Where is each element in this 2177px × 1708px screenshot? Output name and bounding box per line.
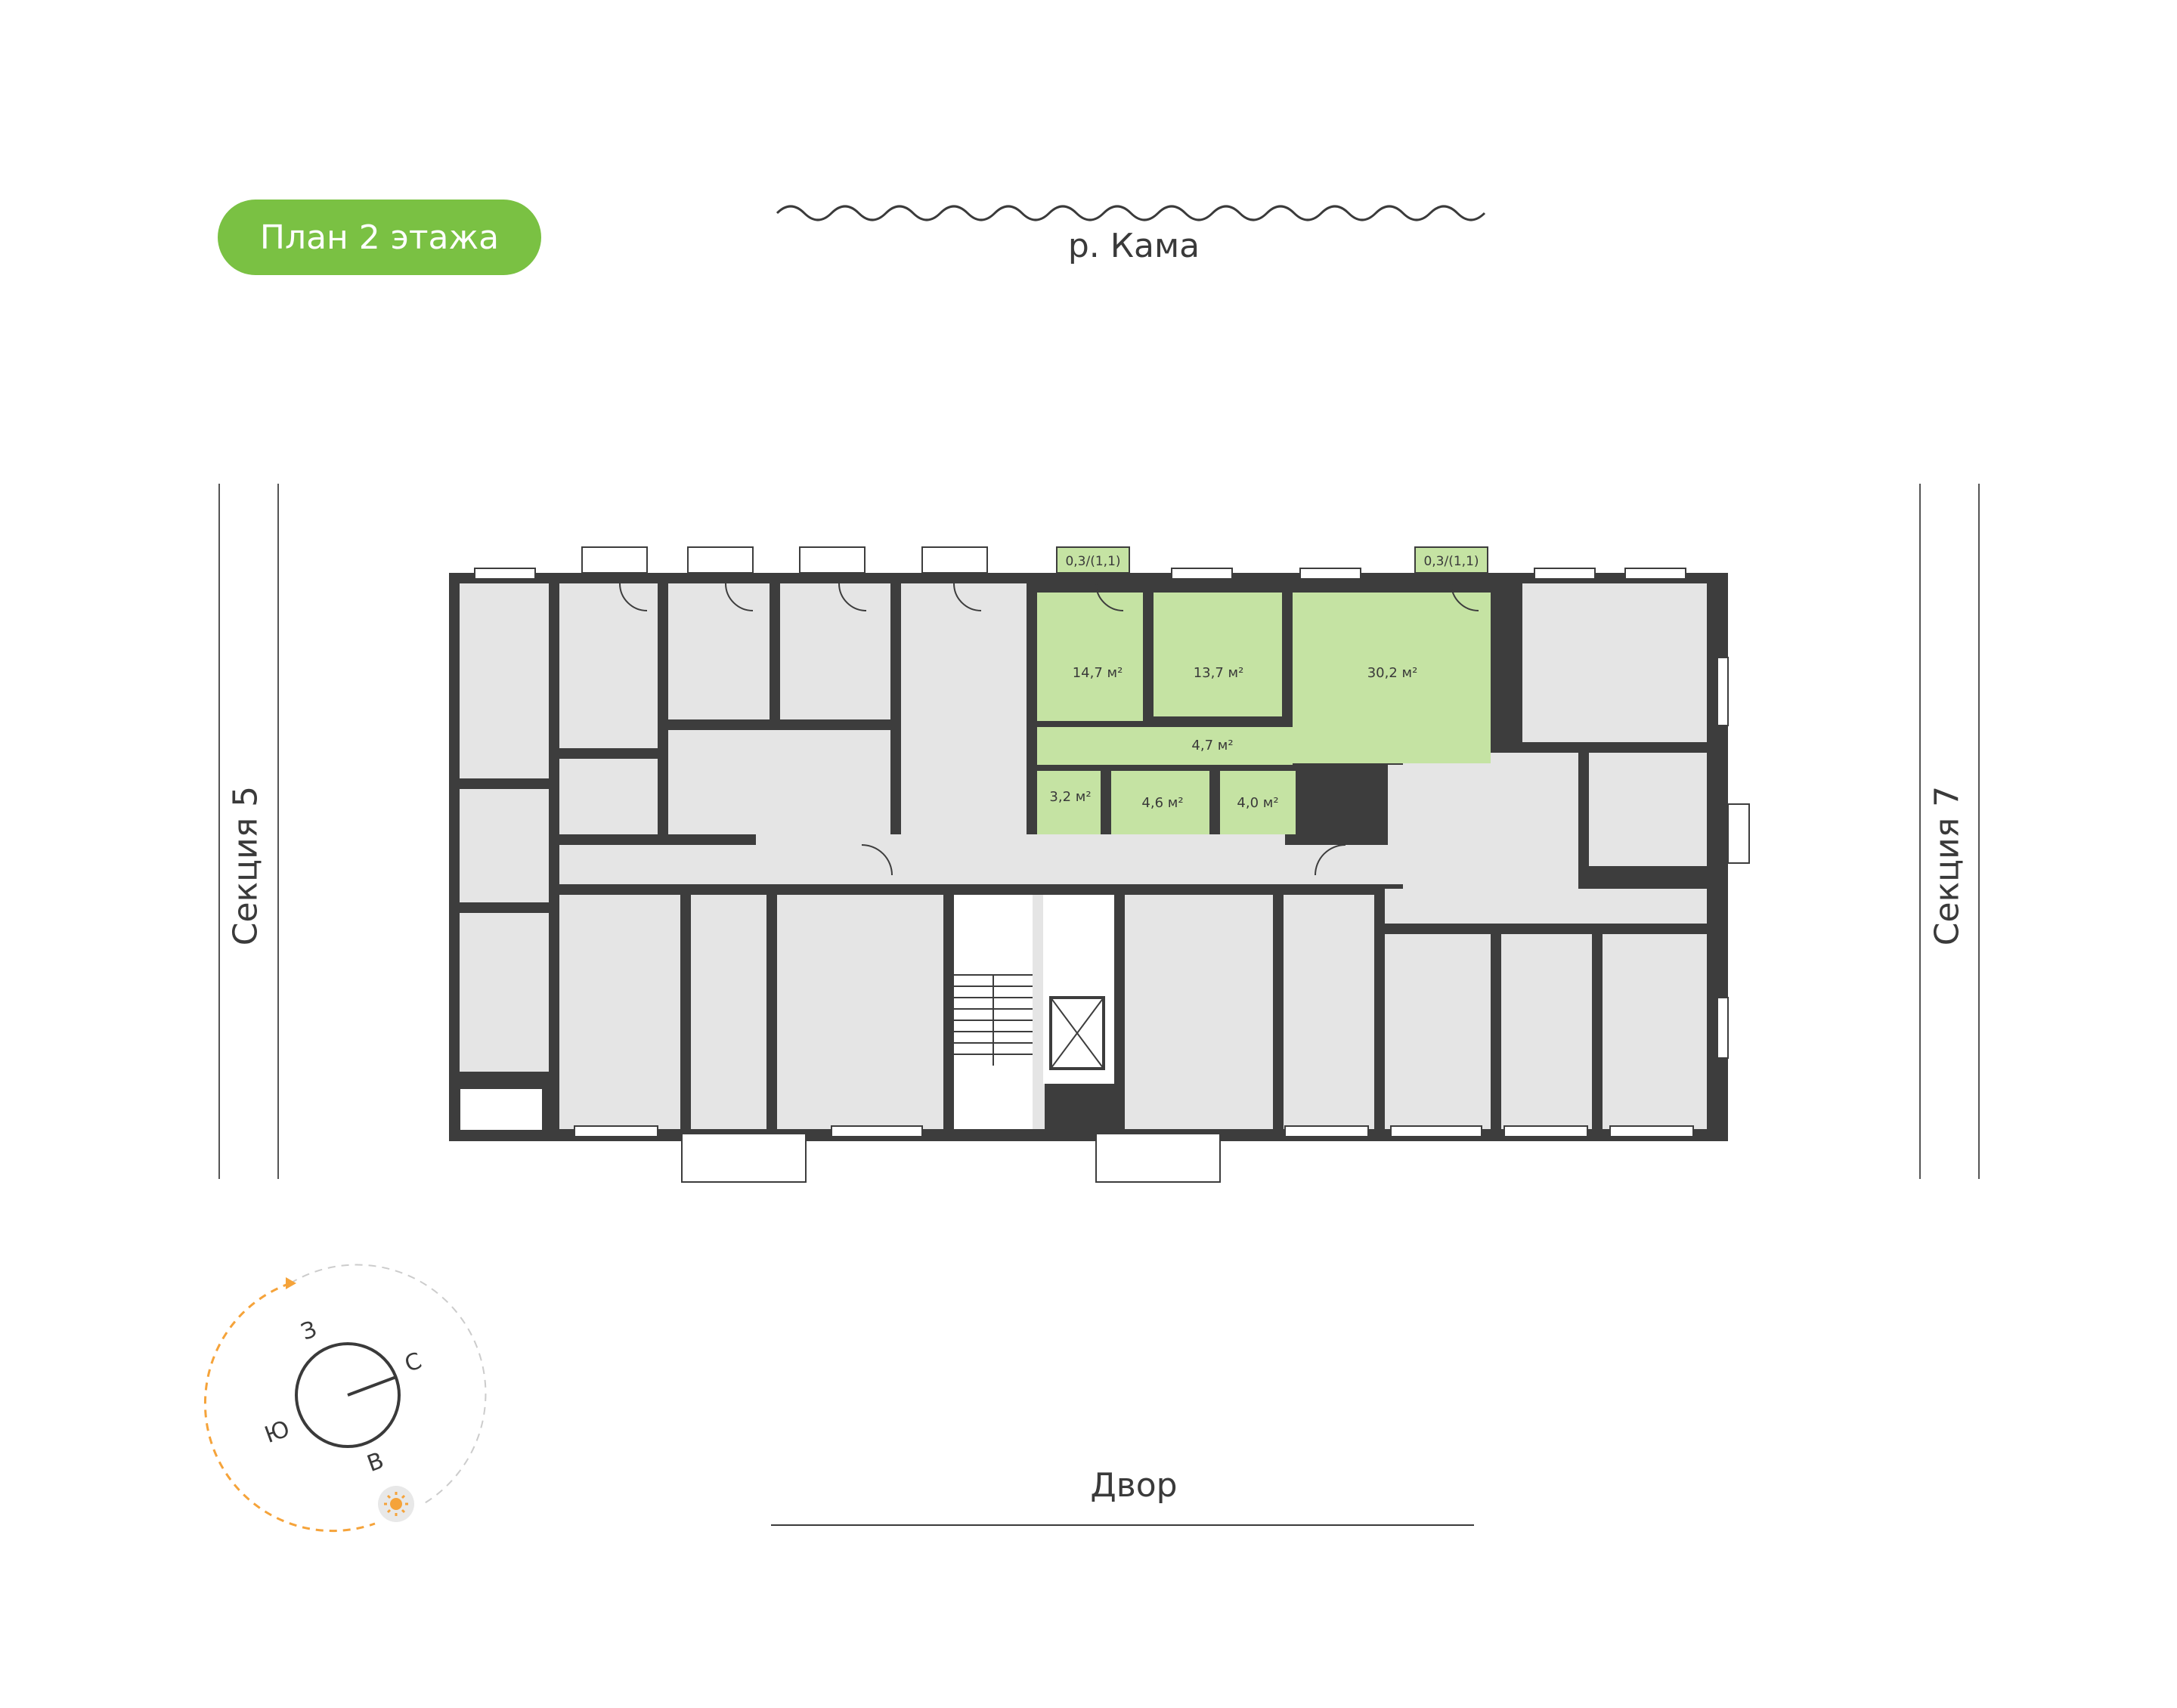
room xyxy=(1284,895,1374,1129)
room xyxy=(1385,889,1707,924)
wc-area xyxy=(1037,771,1101,834)
hallway-area-label: 4,7 м² xyxy=(1191,738,1233,753)
corridor xyxy=(756,834,1285,845)
bathroom-area xyxy=(1111,771,1209,834)
compass-east-label: В xyxy=(364,1447,387,1477)
room xyxy=(1589,753,1707,866)
wc-area-label: 3,2 м² xyxy=(1049,789,1091,805)
room xyxy=(691,895,766,1129)
room xyxy=(668,730,890,834)
room xyxy=(1501,934,1592,1129)
bathroom-area-label: 4,6 м² xyxy=(1141,795,1183,811)
storage-area xyxy=(1220,771,1296,834)
room-1-area-label: 14,7 м² xyxy=(1073,665,1123,681)
room xyxy=(460,583,549,778)
kitchen-living-area-label: 30,2 м² xyxy=(1367,665,1418,681)
river-label: р. Кама xyxy=(1067,227,1200,265)
room-2-area-label: 13,7 м² xyxy=(1194,665,1244,681)
bottom-balconies xyxy=(459,1088,1221,1183)
room xyxy=(1522,583,1707,742)
top-windows xyxy=(474,568,1686,580)
room xyxy=(559,759,658,834)
room xyxy=(901,583,1027,834)
room xyxy=(460,789,549,902)
compass-north-label: С xyxy=(401,1348,426,1378)
room xyxy=(1385,934,1491,1129)
compass: З С Ю В xyxy=(203,1264,487,1533)
room xyxy=(780,583,890,719)
bottom-windows xyxy=(574,1125,1694,1137)
stair-steps xyxy=(954,974,1033,1066)
compass-west-label: З xyxy=(298,1316,321,1345)
hallway-area xyxy=(1037,727,1293,765)
sun-icon xyxy=(378,1486,414,1522)
compass-arrow-icon xyxy=(286,1277,296,1289)
top-balconies xyxy=(581,546,988,574)
river-wave-line xyxy=(776,205,1486,221)
highlighted-apartment xyxy=(1037,593,1491,834)
yard-label: Двор xyxy=(1090,1466,1178,1505)
room-1-area xyxy=(1037,593,1143,721)
room xyxy=(559,895,680,1129)
room xyxy=(777,895,943,1129)
storage-area-label: 4,0 м² xyxy=(1237,795,1278,811)
compass-needle xyxy=(347,1375,397,1397)
compass-south-label: Ю xyxy=(262,1416,293,1449)
elevator-cross xyxy=(1050,997,1104,1069)
kitchen-living-area xyxy=(1293,593,1491,763)
room xyxy=(559,583,658,748)
compass-sun-path xyxy=(203,1282,376,1533)
stair-core xyxy=(954,895,1114,1129)
floor-plan-badge: План 2 этажа xyxy=(218,200,541,275)
balcony-2-area-label: 0,3/(1,1) xyxy=(1423,554,1479,569)
room xyxy=(1125,895,1273,1129)
room xyxy=(668,583,770,719)
compass-shade-path xyxy=(290,1264,487,1505)
door-swings xyxy=(619,583,1479,876)
corridor xyxy=(559,845,1403,884)
green-balconies xyxy=(1056,546,1488,574)
room-2-area xyxy=(1154,593,1282,716)
room xyxy=(1388,765,1501,878)
floor-plan-title: План 2 этажа xyxy=(259,218,500,257)
side-windows xyxy=(1717,657,1750,1059)
room xyxy=(1603,934,1707,1129)
room xyxy=(460,913,549,1072)
balcony-1-area-label: 0,3/(1,1) xyxy=(1065,554,1120,569)
